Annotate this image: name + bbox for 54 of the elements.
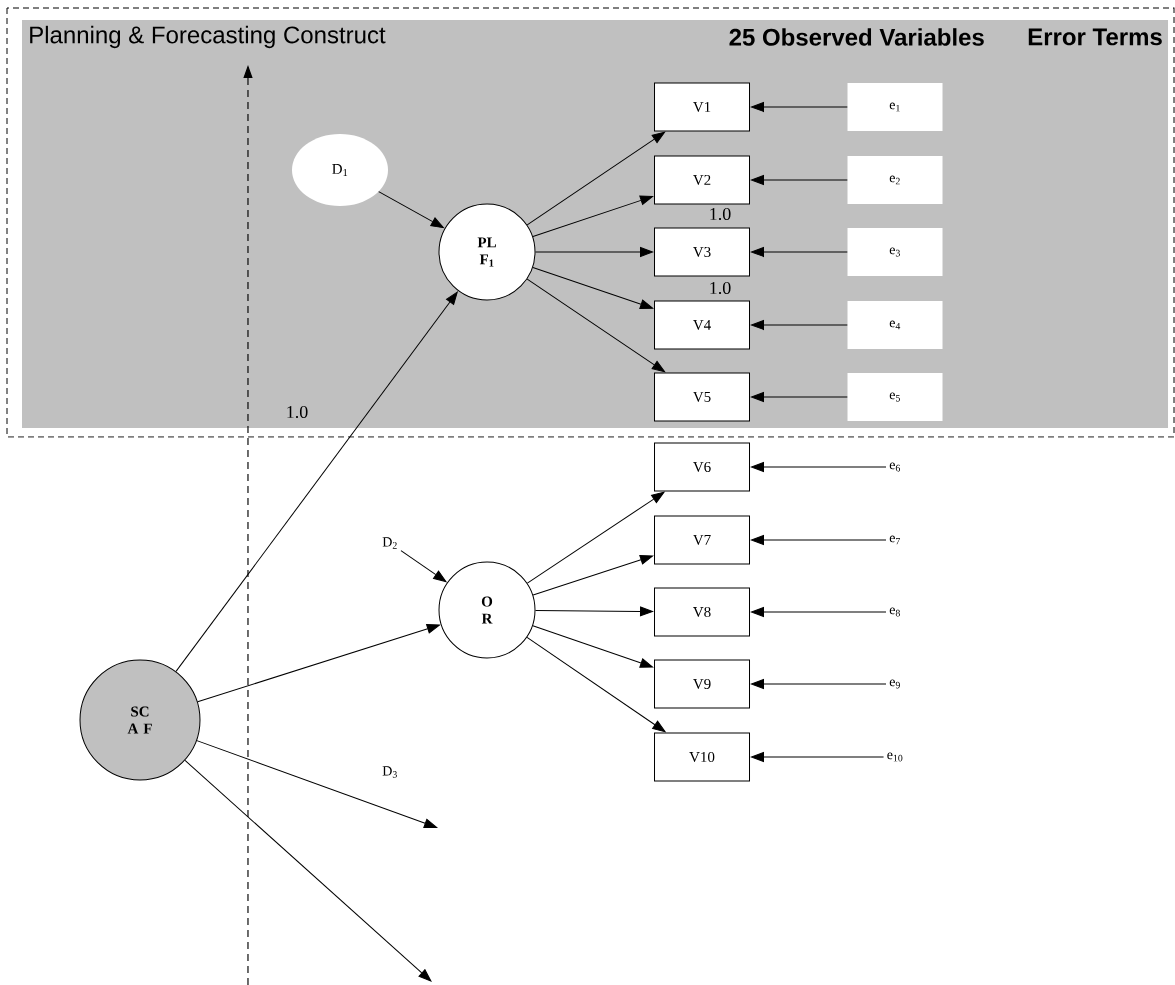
arrow [751, 320, 848, 330]
heading: Error Terms [1028, 28, 1162, 46]
arrow [751, 175, 848, 185]
arrow [751, 535, 887, 545]
arrow [400, 550, 447, 583]
error-box: e$_{3}$ [847, 228, 943, 276]
heading: 25 Observed Variables [729, 28, 984, 46]
arrow [526, 131, 666, 226]
arrow [751, 462, 887, 472]
error-term: e$_{8}$ [889, 607, 900, 617]
arrow [526, 278, 666, 373]
arrow [526, 491, 665, 584]
arrow [526, 636, 666, 733]
error-box: e$_{5}$ [847, 373, 943, 421]
arrow [751, 752, 885, 762]
variable-box: V7 [654, 515, 750, 565]
error-term: e$_{6}$ [889, 462, 901, 472]
arrow [196, 740, 438, 829]
variable-box: V10 [654, 732, 750, 782]
arrow [532, 195, 654, 238]
disturbance-label: D$_{2}$ [382, 537, 397, 549]
edge-label: 1.0 [287, 405, 308, 419]
disturbance-label: D$_{3}$ [382, 766, 397, 778]
arrow [197, 624, 440, 703]
variable-box: V2 [654, 155, 750, 205]
arrow [535, 606, 653, 617]
path-coefficient: 1.0 [710, 207, 731, 221]
variable-box: V8 [654, 587, 750, 637]
path-coefficient: 1.0 [710, 281, 731, 295]
error-term: e$_{7}$ [889, 535, 901, 545]
variable-box: V4 [654, 300, 750, 350]
variable-box: V1 [654, 82, 750, 132]
variable-box: V5 [654, 372, 750, 422]
arrow [175, 291, 458, 672]
error-box: e$_{1}$ [847, 83, 943, 131]
arrow [184, 759, 432, 982]
arrow [751, 102, 848, 112]
error-box: e$_{2}$ [847, 156, 943, 204]
error-term: e$_{10}$ [887, 752, 903, 762]
arrow [532, 625, 654, 668]
arrow [751, 247, 848, 257]
variable-box: V3 [654, 227, 750, 277]
variable-box: V9 [654, 659, 750, 709]
arrow [751, 679, 887, 689]
arrow [751, 392, 848, 402]
arrow [378, 191, 444, 229]
arrow [532, 267, 654, 310]
error-box: e$_{4}$ [847, 301, 943, 349]
variable-box: V6 [654, 442, 750, 492]
arrow [535, 247, 653, 257]
heading: Planning & Forecasting Construct [30, 25, 386, 49]
arrow [751, 607, 887, 617]
arrow [532, 555, 654, 596]
error-term: e$_{9}$ [889, 679, 900, 689]
